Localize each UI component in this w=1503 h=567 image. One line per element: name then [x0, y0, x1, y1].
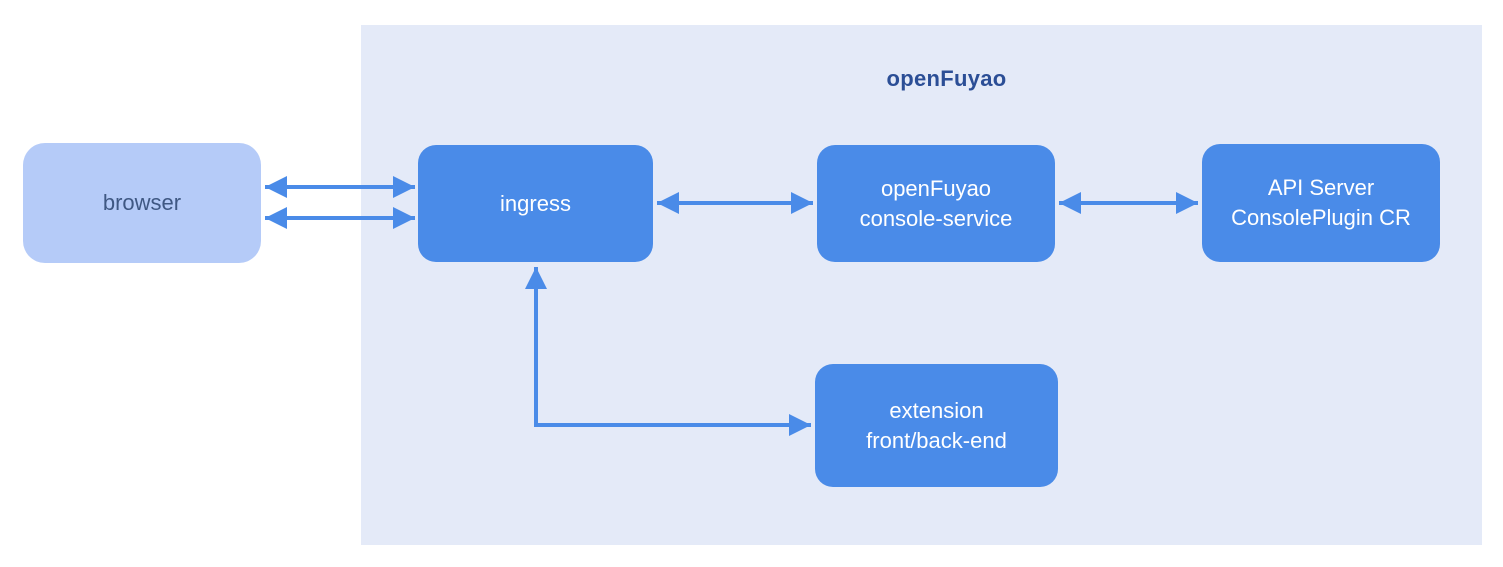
node-browser-label: browser — [102, 190, 182, 215]
node-extension-label-line1: extension — [889, 397, 984, 423]
node-ingress: ingress — [418, 145, 653, 262]
node-api-server: API Server ConsolePlugin CR — [1202, 144, 1440, 262]
node-console-service-label-line2: console-service — [859, 205, 1013, 231]
node-console-service-label-line1: openFuyao — [880, 175, 992, 201]
node-api-server-label-line1: API Server — [1267, 175, 1375, 200]
node-api-server-label-line2: ConsolePlugin CR — [1231, 205, 1411, 230]
node-extension-label-line2: front/back-end — [866, 427, 1007, 453]
node-browser: browser — [23, 143, 261, 263]
region-title-openfuyao: openFuyao — [886, 66, 1007, 91]
node-ingress-label: ingress — [500, 190, 571, 216]
node-console-service: openFuyao console-service — [817, 145, 1055, 262]
node-extension: extension front/back-end — [815, 364, 1058, 487]
